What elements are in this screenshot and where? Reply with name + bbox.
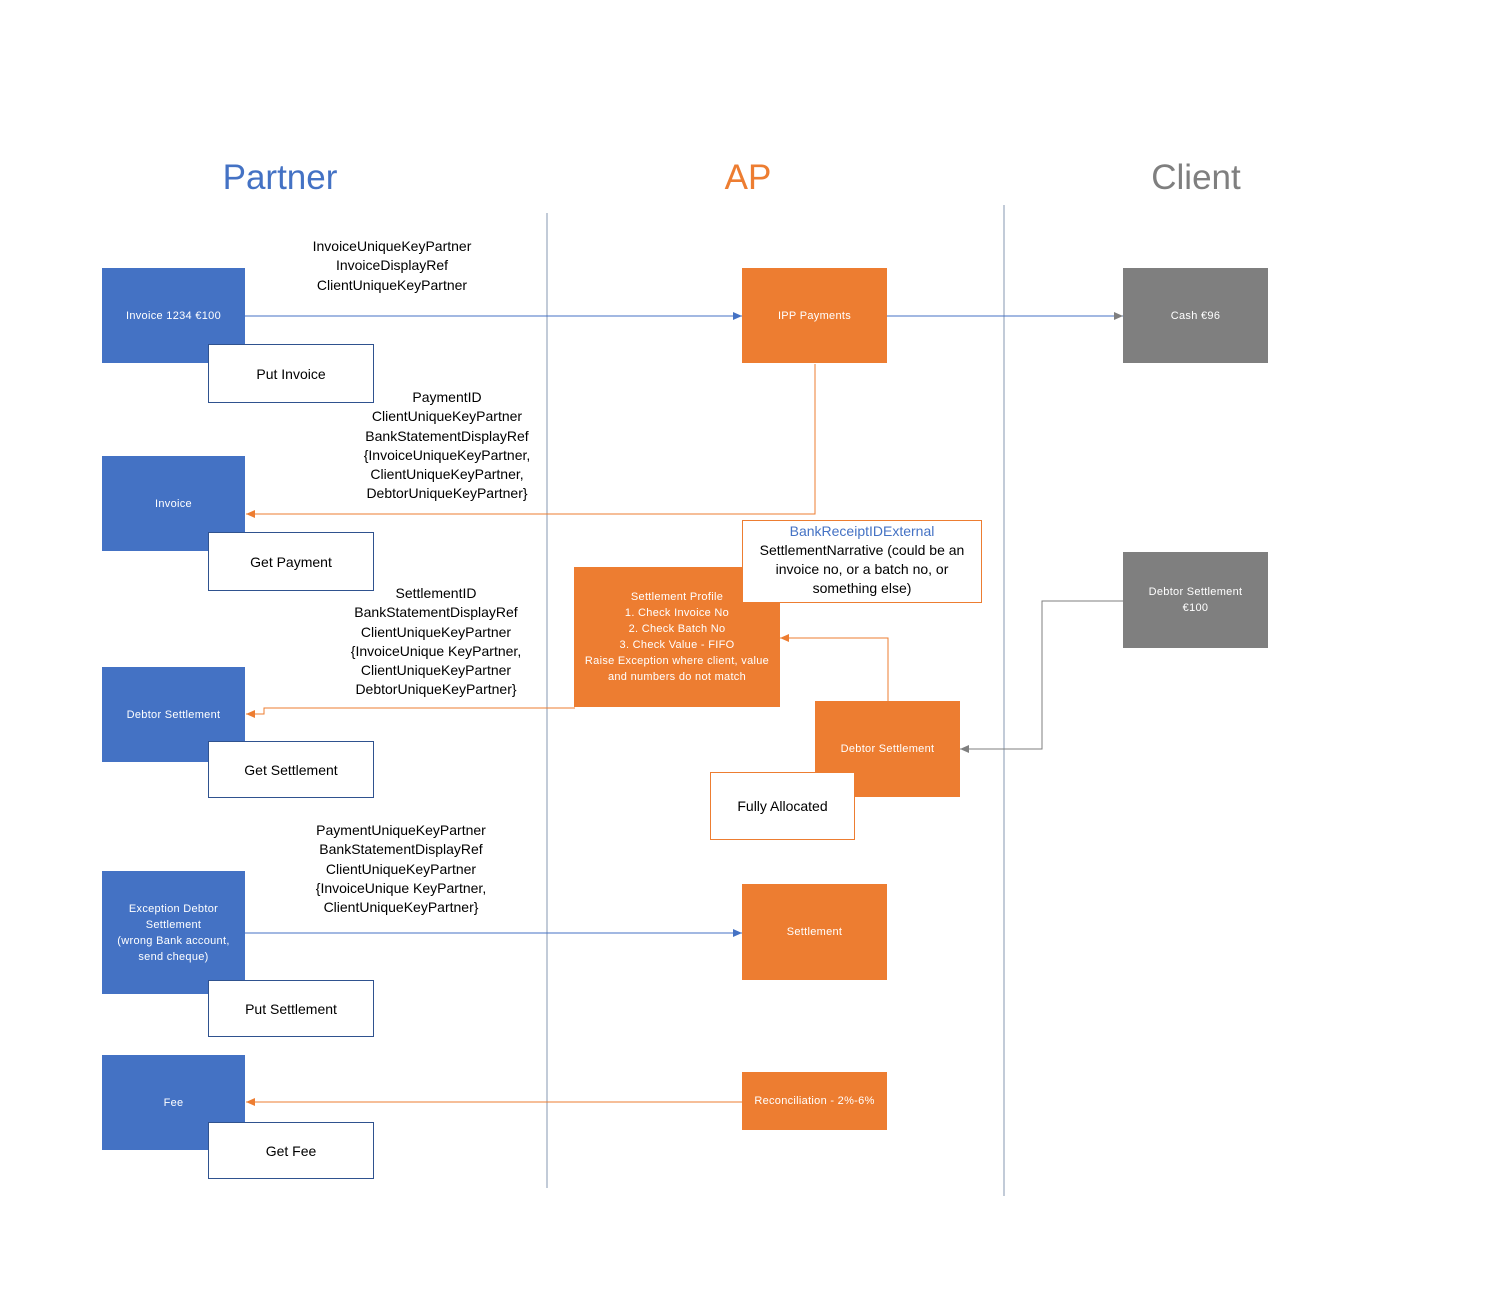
field-label: DebtorUniqueKeyPartner} (366, 485, 528, 502)
field-label: BankStatementDisplayRef (354, 604, 518, 621)
arrow-ipp-to-invoice (246, 364, 816, 518)
put-invoice-api-box: Put Invoice (208, 344, 374, 403)
lane-header-client: Client (1151, 158, 1241, 197)
field-label: PaymentUniqueKeyPartner (316, 822, 486, 838)
profile-line: 2. Check Batch No (628, 623, 726, 635)
field-label: {InvoiceUnique KeyPartner, (315, 879, 487, 896)
field-label: ClientUniqueKeyPartner (360, 662, 512, 679)
get-payment-api-box: Get Payment (208, 532, 374, 591)
profile-line: 1. Check Invoice No (624, 607, 730, 619)
field-label: PaymentID (412, 389, 482, 405)
bank-receipt-id-label: BankReceiptIDExternal (789, 523, 935, 539)
put-settlement-fields: PaymentUniqueKeyPartner BankStatementDis… (301, 821, 501, 917)
client-cash-box: Cash €96 (1123, 268, 1268, 363)
arrow-profile-to-debtor-settlement (246, 707, 575, 718)
narrative-line: something else) (812, 580, 912, 596)
profile-line: Settlement Profile (630, 591, 724, 603)
field-label: {InvoiceUnique KeyPartner, (350, 642, 522, 659)
field-label: BankStatementDisplayRef (365, 427, 529, 444)
get-settlement-fields: SettlementID BankStatementDisplayRef Cli… (336, 584, 536, 700)
field-label: {InvoiceUniqueKeyPartner, (363, 446, 531, 463)
field-label: ClientUniqueKeyPartner (360, 623, 512, 640)
put-invoice-fields: InvoiceUniqueKeyPartner InvoiceDisplayRe… (292, 237, 492, 295)
field-label: DebtorUniqueKeyPartner} (355, 681, 517, 698)
client-debtor-line: €100 (1182, 602, 1209, 614)
ap-reconciliation-box: Reconciliation - 2%-6% (742, 1072, 887, 1130)
field-label: ClientUniqueKeyPartner} (323, 899, 479, 916)
profile-line: Raise Exception where client, value (584, 655, 770, 667)
profile-line: 3. Check Value - FIFO (619, 639, 735, 651)
arrow-ap-debtor-to-profile (780, 634, 889, 701)
field-label: ClientUniqueKeyPartner (371, 408, 523, 425)
exception-line: Exception Debtor (128, 902, 219, 915)
ap-settlement-box: Settlement (742, 884, 887, 980)
client-debtor-settlement-box: Debtor Settlement €100 (1123, 552, 1268, 648)
partner-exception-settlement-box: Exception Debtor Settlement (wrong Bank … (102, 871, 245, 994)
fully-allocated-box: Fully Allocated (710, 772, 855, 840)
field-label: SettlementID (395, 585, 477, 601)
field-label: BankStatementDisplayRef (319, 841, 483, 858)
ap-ipp-payments-box: IPP Payments (742, 268, 887, 363)
exception-line: send cheque) (138, 950, 209, 963)
field-label: InvoiceDisplayRef (335, 257, 449, 274)
exception-line: Settlement (145, 918, 202, 931)
arrow-client-debtor-to-ap-debtor (960, 600, 1123, 753)
field-label: ClientUniqueKeyPartner (316, 276, 468, 293)
get-payment-fields: PaymentID ClientUniqueKeyPartner BankSta… (347, 388, 547, 504)
get-settlement-api-box: Get Settlement (208, 741, 374, 798)
exception-line: (wrong Bank account, (117, 934, 230, 947)
lane-header-ap: AP (724, 158, 772, 197)
profile-line: and numbers do not match (607, 671, 747, 683)
settlement-narrative-note: BankReceiptIDExternal SettlementNarrativ… (742, 520, 982, 603)
client-debtor-line: Debtor Settlement (1148, 586, 1243, 598)
lane-header-partner: Partner (222, 158, 338, 197)
field-label: ClientUniqueKeyPartner, (370, 466, 524, 483)
put-settlement-api-box: Put Settlement (208, 980, 374, 1037)
get-fee-api-box: Get Fee (208, 1122, 374, 1179)
narrative-line: SettlementNarrative (could be an (759, 542, 965, 558)
narrative-line: invoice no, or a batch no, or (775, 561, 949, 577)
field-label: ClientUniqueKeyPartner (325, 860, 477, 877)
field-label: InvoiceUniqueKeyPartner (312, 238, 472, 254)
